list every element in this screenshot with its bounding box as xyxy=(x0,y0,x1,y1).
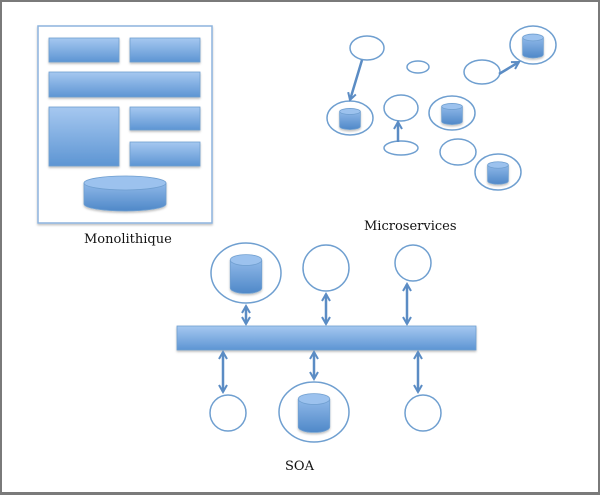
service-node-outline xyxy=(383,94,419,122)
soa-group xyxy=(176,242,477,443)
service-node-outline xyxy=(406,60,430,74)
service-node-outline xyxy=(209,394,247,432)
monolith-label: Monolithique xyxy=(84,232,172,247)
service-node-outline xyxy=(349,35,385,61)
database-icon xyxy=(339,108,361,130)
monolith-group xyxy=(37,25,213,224)
monolith-component xyxy=(129,37,201,63)
microservice-node xyxy=(428,95,476,131)
soa-service-node xyxy=(394,244,432,282)
database-icon xyxy=(522,33,544,59)
microservices-label: Microservices xyxy=(364,219,457,234)
service-bus xyxy=(176,325,477,351)
soa-service-node xyxy=(209,394,247,432)
service-node-outline xyxy=(404,394,442,432)
microservice-node xyxy=(439,138,477,166)
service-node-outline xyxy=(463,59,501,85)
service-node-outline xyxy=(302,244,350,292)
soa-service-node xyxy=(302,244,350,292)
monolith-component xyxy=(48,37,120,63)
soa-service-node xyxy=(404,394,442,432)
monolith-component xyxy=(48,106,120,167)
database-icon xyxy=(487,161,509,185)
microservice-node xyxy=(463,59,501,85)
microservice-node xyxy=(349,35,385,61)
soa-service-node xyxy=(210,242,282,304)
connection-arrow xyxy=(498,60,521,76)
database-icon xyxy=(297,393,331,433)
database-icon xyxy=(83,175,167,212)
service-node-outline xyxy=(439,138,477,166)
connection-arrow xyxy=(347,59,364,102)
monolith-component xyxy=(129,141,201,167)
microservice-node xyxy=(383,140,419,156)
microservice-node xyxy=(406,60,430,74)
microservice-node xyxy=(383,94,419,122)
service-node-outline xyxy=(383,140,419,156)
microservice-node xyxy=(509,25,557,65)
monolith-component xyxy=(48,71,201,98)
microservice-node xyxy=(326,100,374,136)
soa-label: SOA xyxy=(285,459,314,474)
monolith-component xyxy=(129,106,201,131)
soa-service-node xyxy=(278,381,350,443)
service-node-outline xyxy=(394,244,432,282)
microservice-node xyxy=(474,153,522,191)
database-icon xyxy=(441,103,463,125)
microservices-group xyxy=(326,25,557,191)
database-icon xyxy=(229,254,263,294)
